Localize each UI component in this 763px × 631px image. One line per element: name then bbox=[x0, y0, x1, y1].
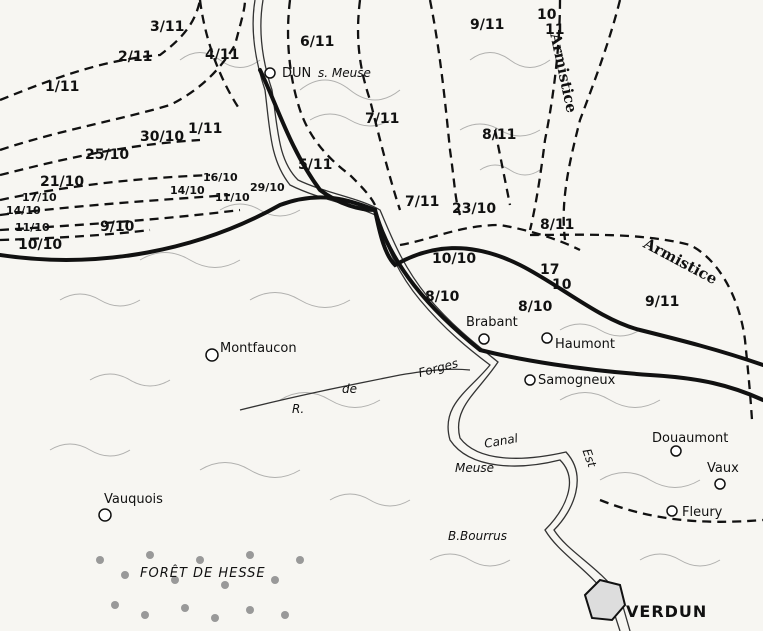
place-montfaucon: Montfaucon bbox=[220, 341, 297, 356]
place-verdun: VERDUN bbox=[626, 602, 708, 621]
terrain-hatching bbox=[49, 52, 721, 567]
date-label: 11 bbox=[545, 22, 565, 38]
date-label: 2/11 bbox=[118, 49, 153, 65]
town-markers bbox=[98, 67, 726, 522]
date-label: 11/10 bbox=[215, 191, 250, 204]
place-haumont: Haumont bbox=[555, 337, 615, 352]
vaux-marker bbox=[714, 478, 726, 490]
place-bourrus: B.Bourrus bbox=[448, 529, 507, 543]
vauquois-marker bbox=[98, 508, 112, 522]
date-label: 9/11 bbox=[645, 294, 680, 310]
place-fleury: Fleury bbox=[682, 505, 723, 520]
date-label: 23/10 bbox=[452, 201, 497, 217]
montfaucon-marker bbox=[205, 348, 219, 362]
date-label: 29/10 bbox=[250, 181, 285, 194]
advance-lines bbox=[0, 0, 763, 523]
date-label: 17 bbox=[540, 262, 560, 278]
date-label: 9/10 bbox=[100, 219, 135, 235]
date-label: 1/11 bbox=[45, 79, 80, 95]
douaumont-marker bbox=[670, 445, 682, 457]
date-label: 10 bbox=[537, 7, 557, 23]
date-label: 3/11 bbox=[150, 19, 185, 35]
date-label: 10/10 bbox=[18, 237, 63, 253]
place-sur-meuse: s. Meuse bbox=[318, 66, 371, 80]
haumont-marker bbox=[541, 332, 553, 344]
forest-symbols bbox=[96, 551, 304, 622]
place-douaumont: Douaumont bbox=[652, 431, 729, 446]
brabant-marker bbox=[478, 333, 490, 345]
place-dun: DUN bbox=[282, 66, 312, 81]
date-label: 8/10 bbox=[518, 299, 553, 315]
date-label: 8/11 bbox=[540, 217, 575, 233]
date-label: 6/11 bbox=[300, 34, 335, 50]
date-label: 11/10 bbox=[15, 221, 50, 234]
date-label: 1/11 bbox=[188, 121, 223, 137]
date-label: 10 bbox=[552, 277, 572, 293]
date-label: 5/11 bbox=[298, 157, 333, 173]
date-label: 16/10 bbox=[203, 171, 238, 184]
date-label: 14/10 bbox=[6, 204, 41, 217]
brook-de-label: de bbox=[342, 382, 357, 396]
date-label: 8/11 bbox=[482, 127, 517, 143]
fleury-marker bbox=[666, 505, 678, 517]
date-label: 4/11 bbox=[205, 47, 240, 63]
front-lines bbox=[0, 68, 763, 402]
date-label: 7/11 bbox=[405, 194, 440, 210]
date-label: 25/10 bbox=[85, 147, 130, 163]
samogneux-marker bbox=[524, 374, 536, 386]
place-brabant: Brabant bbox=[466, 315, 518, 330]
date-label: 9/11 bbox=[470, 17, 505, 33]
forest-label: FORÊT DE HESSE bbox=[140, 566, 266, 581]
date-label: 10/10 bbox=[432, 251, 477, 267]
date-label: 14/10 bbox=[170, 184, 205, 197]
date-label: 17/10 bbox=[22, 191, 57, 204]
dun-marker bbox=[264, 67, 276, 79]
date-label: 30/10 bbox=[140, 129, 185, 145]
date-label: 21/10 bbox=[40, 174, 85, 190]
place-vaux: Vaux bbox=[707, 461, 739, 476]
meuse-river bbox=[239, 0, 631, 631]
brook-r-label: R. bbox=[292, 402, 305, 416]
date-label: 7/11 bbox=[365, 111, 400, 127]
place-samogneux: Samogneux bbox=[538, 373, 616, 388]
place-vauquois: Vauquois bbox=[104, 492, 163, 507]
river-label-meuse: Meuse bbox=[455, 461, 494, 475]
date-label: 8/10 bbox=[425, 289, 460, 305]
verdun-symbol bbox=[583, 578, 627, 622]
